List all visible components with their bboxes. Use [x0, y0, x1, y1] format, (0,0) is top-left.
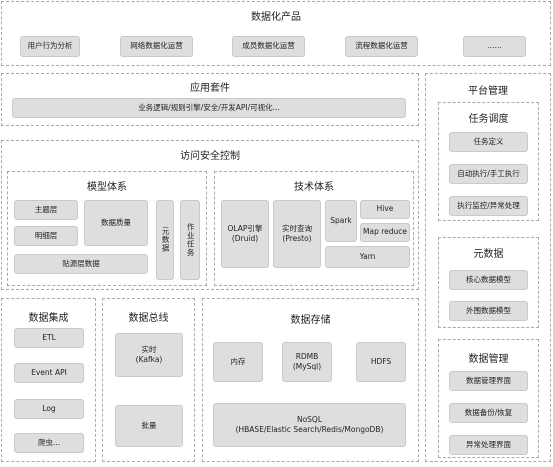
olap-sub: (Druid) — [231, 234, 259, 243]
realtime-sub: (Presto) — [282, 234, 312, 243]
log[interactable]: Log — [14, 399, 84, 419]
app-suite-title: 应用套件 — [190, 83, 230, 94]
metadata-section: 元数据 核心数据模型 外围数据模型 — [438, 237, 539, 328]
integration-title: 数据集成 — [28, 313, 69, 324]
access-control-title: 访问安全控制 — [180, 151, 240, 162]
storage-memory[interactable]: 内存 — [213, 342, 263, 382]
storage-nosql[interactable]: NoSQL(HBASE/Elastic Search/Redis/MongoDB… — [213, 403, 406, 447]
data-mgmt-section: 数据管理 数据管理界面 数据备份/恢复 异常处理界面 — [438, 339, 539, 458]
hive[interactable]: Hive — [360, 200, 410, 219]
data-products-section: 数据化产品 用户行为分析 网络数据化运营 成员数据化运营 流程数据化运营 …… — [1, 1, 551, 66]
storage-hdfs[interactable]: HDFS — [356, 342, 406, 382]
tech-system-title: 技术体系 — [294, 182, 334, 193]
peripheral-data-model[interactable]: 外围数据模型 — [449, 301, 528, 321]
kafka-sub: (Kafka) — [135, 355, 163, 364]
bus-section: 数据总线 实时(Kafka) 批量 — [102, 298, 195, 462]
product-process-ops[interactable]: 流程数据化运营 — [345, 36, 418, 57]
access-control-section: 访问安全控制 模型体系 主题层 明细层 数据质量 元数据 作业任务 贴源层数据 … — [1, 140, 419, 290]
bus-realtime-kafka[interactable]: 实时(Kafka) — [115, 333, 183, 377]
yarn[interactable]: Yarn — [325, 246, 410, 268]
integration-section: 数据集成 ETL Event API Log 爬虫... — [1, 298, 96, 462]
source-layer[interactable]: 贴源层数据 — [14, 254, 148, 274]
scheduling-title: 任务调度 — [468, 114, 509, 125]
scheduling-section: 任务调度 任务定义 自动执行/手工执行 执行监控/异常处理 — [438, 102, 539, 221]
rdmb-label: RDMB — [295, 351, 319, 361]
metadata-title: 元数据 — [473, 249, 504, 260]
data-mgmt-title: 数据管理 — [468, 354, 509, 365]
core-data-model[interactable]: 核心数据模型 — [449, 270, 528, 290]
detail-layer[interactable]: 明细层 — [14, 226, 78, 246]
bus-title: 数据总线 — [128, 313, 169, 324]
realtime-label: 实时查询 — [282, 223, 312, 233]
storage-section: 数据存储 内存 RDMB(MySql) HDFS NoSQL(HBASE/Ela… — [202, 298, 419, 462]
app-suite-section: 应用套件 业务逻辑/规则引擎/安全/开发API/可视化... — [1, 73, 419, 126]
app-suite-bar[interactable]: 业务逻辑/规则引擎/安全/开发API/可视化... — [12, 98, 406, 118]
model-system-section: 模型体系 主题层 明细层 数据质量 元数据 作业任务 贴源层数据 — [7, 171, 207, 286]
data-backup-restore[interactable]: 数据备份/恢复 — [449, 403, 528, 423]
data-products-title: 数据化产品 — [251, 12, 301, 23]
kafka-label: 实时 — [141, 344, 157, 354]
job-tasks-vertical[interactable]: 作业任务 — [180, 200, 200, 280]
storage-title: 数据存储 — [290, 315, 331, 326]
data-mgmt-ui[interactable]: 数据管理界面 — [449, 371, 528, 391]
data-quality[interactable]: 数据质量 — [84, 200, 148, 246]
exception-handling-ui[interactable]: 异常处理界面 — [449, 435, 528, 455]
product-user-behavior[interactable]: 用户行为分析 — [20, 36, 80, 57]
nosql-sub: (HBASE/Elastic Search/Redis/MongoDB) — [235, 425, 384, 434]
map-reduce[interactable]: Map reduce — [360, 223, 410, 242]
platform-section: 平台管理 任务调度 任务定义 自动执行/手工执行 执行监控/异常处理 元数据 核… — [425, 73, 551, 462]
platform-title: 平台管理 — [468, 86, 508, 97]
task-monitoring[interactable]: 执行监控/异常处理 — [449, 196, 528, 216]
metadata-vertical[interactable]: 元数据 — [156, 200, 174, 280]
event-api[interactable]: Event API — [14, 363, 84, 383]
model-system-title: 模型体系 — [87, 182, 127, 193]
task-execution[interactable]: 自动执行/手工执行 — [449, 164, 528, 184]
subject-layer[interactable]: 主题层 — [14, 200, 78, 220]
crawler[interactable]: 爬虫... — [14, 433, 84, 453]
spark[interactable]: Spark — [325, 200, 357, 242]
realtime-query[interactable]: 实时查询(Presto) — [273, 200, 321, 268]
nosql-label: NoSQL — [296, 414, 323, 424]
task-definition[interactable]: 任务定义 — [449, 132, 528, 152]
tech-system-section: 技术体系 OLAP引擎(Druid) 实时查询(Presto) Spark Hi… — [214, 171, 414, 286]
bus-batch[interactable]: 批量 — [115, 405, 183, 447]
olap-engine[interactable]: OLAP引擎(Druid) — [221, 200, 269, 268]
product-network-ops[interactable]: 网络数据化运营 — [120, 36, 193, 57]
etl[interactable]: ETL — [14, 328, 84, 348]
rdmb-sub: (MySql) — [292, 362, 322, 371]
storage-rdmb[interactable]: RDMB(MySql) — [282, 342, 332, 382]
product-more[interactable]: …… — [463, 36, 526, 57]
olap-label: OLAP引擎 — [227, 223, 263, 233]
product-member-ops[interactable]: 成员数据化运营 — [232, 36, 305, 57]
